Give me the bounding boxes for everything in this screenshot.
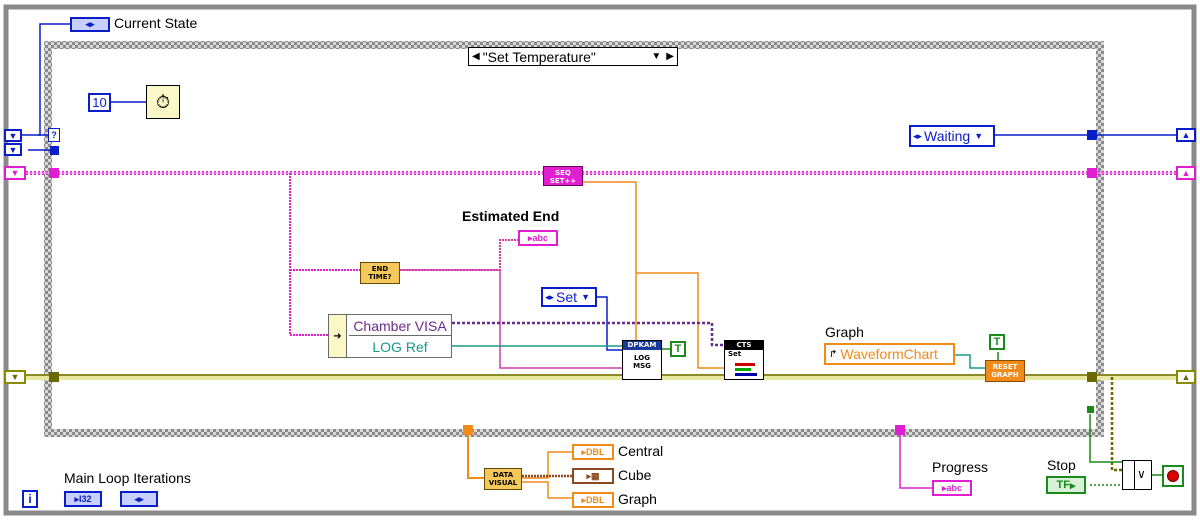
cluster-tunnel-right bbox=[1087, 168, 1097, 178]
case-prev-arrow[interactable]: ◀ bbox=[472, 51, 480, 62]
refnum-tunnel-left bbox=[49, 372, 59, 382]
graph-out-indicator[interactable]: ▸DBL bbox=[572, 492, 614, 508]
cts-body: Set bbox=[728, 350, 742, 358]
seq-set-subvi[interactable]: SEQ SET++ bbox=[543, 166, 583, 186]
estimated-end-type: abc bbox=[532, 233, 549, 243]
estimated-end-indicator[interactable]: ▸abc bbox=[518, 230, 558, 246]
dpkam-log-msg-subvi[interactable]: DPKAM LOG MSG bbox=[622, 340, 662, 380]
string-arrow-icon: ▸ bbox=[527, 232, 533, 243]
progress-label: Progress bbox=[932, 459, 989, 475]
enum-dropdown-icon: ▼ bbox=[974, 131, 984, 141]
shift-register-refnum-right[interactable]: ▲ bbox=[1176, 370, 1196, 384]
central-type: DBL bbox=[586, 447, 605, 457]
unbundle-field-log-ref[interactable]: LOG Ref bbox=[372, 339, 428, 355]
refnum-arrow-icon: ↱ bbox=[829, 348, 838, 360]
iteration-terminal[interactable]: i bbox=[22, 490, 38, 508]
enum-indicator-bottom[interactable]: ◂▸ bbox=[120, 491, 158, 507]
unbundle-field-chamber-visa[interactable]: Chamber VISA bbox=[349, 316, 451, 336]
state-set-constant[interactable]: ◂▸ Set ▼ bbox=[541, 287, 597, 307]
case-next-arrow[interactable]: ▶ bbox=[666, 51, 674, 62]
end-time-subvi[interactable]: END TIME? bbox=[360, 262, 400, 284]
graph-out-label: Graph bbox=[618, 491, 657, 507]
control-arrow-icon: ▸ bbox=[1069, 479, 1076, 492]
loop-condition-stop-icon[interactable] bbox=[1162, 465, 1184, 487]
case-dropdown-arrow[interactable]: ▼ bbox=[651, 51, 662, 62]
shift-register-refnum-left[interactable]: ▼ bbox=[4, 370, 26, 384]
string-arrow-icon: ▸ bbox=[941, 482, 947, 493]
true-constant-a[interactable]: T bbox=[670, 341, 686, 357]
state-waiting-value: Waiting bbox=[924, 128, 971, 144]
case-selector-terminal[interactable]: ? bbox=[48, 128, 60, 142]
selector-tunnel bbox=[50, 146, 59, 155]
stop-type: TF bbox=[1056, 479, 1070, 491]
or-compound-icon bbox=[1123, 461, 1135, 489]
graph-out-type: DBL bbox=[586, 495, 605, 505]
unbundle-by-name[interactable]: ➜ Chamber VISA LOG Ref bbox=[328, 314, 452, 358]
wait-ms-constant[interactable]: 10 bbox=[88, 93, 111, 112]
numeric-arrow-icon: ▸ bbox=[581, 494, 587, 505]
progress-indicator[interactable]: ▸abc bbox=[932, 480, 972, 496]
central-indicator[interactable]: ▸DBL bbox=[572, 444, 614, 460]
case-selector[interactable]: ◀ "Set Temperature" ▼ ▶ bbox=[468, 47, 678, 66]
cts-header: CTS bbox=[725, 341, 763, 350]
cts-bars-icon bbox=[735, 363, 759, 377]
waveform-chart-value: WaveformChart bbox=[840, 346, 938, 362]
cube-indicator[interactable]: ▸▦ bbox=[572, 468, 614, 484]
current-state-label: Current State bbox=[114, 15, 198, 31]
shift-register-enum-left[interactable]: ▼ bbox=[4, 129, 22, 142]
shift-register-enum-right[interactable]: ▲ bbox=[1176, 128, 1196, 142]
current-state-terminal[interactable]: ◂▸ bbox=[70, 17, 110, 32]
state-set-value: Set bbox=[556, 289, 578, 305]
or-function[interactable]: ∨ bbox=[1122, 460, 1152, 490]
progress-type: abc bbox=[946, 483, 963, 493]
case-selector-value: "Set Temperature" bbox=[482, 48, 596, 65]
stop-label: Stop bbox=[1047, 457, 1076, 473]
true-constant-b[interactable]: T bbox=[989, 334, 1005, 350]
progress-tunnel-bottom bbox=[895, 425, 905, 435]
while-loop-border bbox=[3, 4, 1197, 516]
unbundle-handle: ➜ bbox=[329, 315, 347, 357]
iterations-type: I32 bbox=[79, 494, 92, 504]
main-loop-iterations-label: Main Loop Iterations bbox=[64, 470, 191, 486]
bool-tunnel bbox=[1086, 405, 1095, 414]
cluster-tunnel-left bbox=[49, 168, 59, 178]
estimated-end-label: Estimated End bbox=[462, 208, 560, 224]
state-waiting-constant[interactable]: ◂▸ Waiting ▼ bbox=[909, 125, 995, 147]
shift-register-cluster-right[interactable]: ▲ bbox=[1176, 166, 1196, 180]
dpkam-body: LOG MSG bbox=[633, 354, 651, 370]
data-visual-subvi[interactable]: DATA VISUAL bbox=[484, 468, 522, 490]
enum-arrows-icon: ◂▸ bbox=[913, 130, 923, 141]
central-label: Central bbox=[618, 443, 664, 459]
graph-label: Graph bbox=[825, 324, 864, 340]
or-symbol-icon: ∨ bbox=[1137, 467, 1146, 481]
waiting-tunnel bbox=[1087, 130, 1097, 140]
main-loop-iterations-indicator[interactable]: ▸I32 bbox=[64, 491, 102, 507]
shift-register-enum-left-2[interactable]: ▼ bbox=[4, 143, 22, 156]
wait-ms-function[interactable]: ⏱ bbox=[146, 85, 180, 119]
waveform-chart-refnum[interactable]: ↱ WaveformChart bbox=[824, 343, 955, 365]
refnum-tunnel-right bbox=[1087, 372, 1097, 382]
stopwatch-icon: ⏱ bbox=[155, 91, 171, 112]
enum-arrows-icon: ◂▸ bbox=[545, 291, 555, 302]
dpkam-header: DPKAM bbox=[623, 341, 661, 350]
enum-dropdown-icon: ▼ bbox=[581, 292, 590, 302]
reset-graph-subvi[interactable]: RESET GRAPH bbox=[985, 360, 1025, 382]
cube-label: Cube bbox=[618, 467, 652, 483]
numeric-arrow-icon: ▸ bbox=[74, 493, 79, 504]
case-structure-frame bbox=[44, 41, 1104, 437]
array-icon: ▸▦ bbox=[586, 470, 600, 481]
cts-set-subvi[interactable]: CTS Set bbox=[724, 340, 764, 380]
stop-red-dot bbox=[1167, 470, 1179, 482]
shift-register-cluster-left[interactable]: ▼ bbox=[4, 166, 26, 180]
stop-control[interactable]: TF▸ bbox=[1046, 476, 1086, 494]
numeric-arrow-icon: ▸ bbox=[581, 446, 587, 457]
data-tunnel-bottom bbox=[463, 425, 473, 435]
